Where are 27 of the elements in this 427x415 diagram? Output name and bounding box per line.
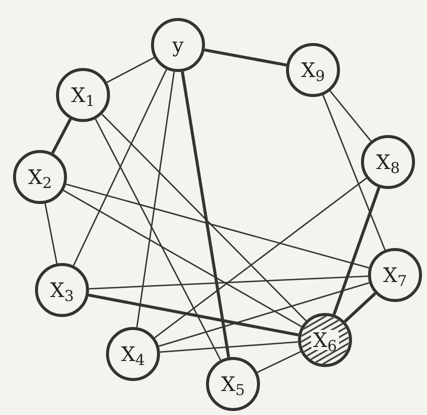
node-label: X$_{8}$ (376, 152, 400, 172)
graph-edge (66, 184, 370, 268)
graph-edge (332, 186, 380, 316)
graph-edge (160, 341, 298, 353)
node-label: X$_{9}$ (301, 60, 325, 80)
node-label: X$_{3}$ (50, 280, 74, 300)
node-label: y (172, 35, 184, 55)
graph-edge (158, 282, 370, 347)
node-label: X$_{4}$ (121, 344, 145, 364)
hatched-node-circle (298, 313, 352, 367)
graph-edge (344, 292, 376, 323)
graph-edge (204, 48, 287, 67)
node-label: X$_{2}$ (28, 167, 52, 187)
node-label: X$_{6}$ (311, 330, 339, 350)
node-label: X$_{5}$ (221, 374, 245, 394)
node-label: X$_{7}$ (383, 265, 407, 285)
graph-edge (330, 90, 372, 142)
graph-edge (180, 71, 230, 358)
node-label: X$_{1}$ (71, 85, 95, 105)
graph-edge (63, 190, 302, 328)
graph-edge (322, 94, 386, 250)
graph-edge (136, 72, 175, 328)
graph-edge (88, 276, 368, 290)
graph-edge (44, 203, 58, 264)
graph-edge (101, 114, 307, 322)
graph-edge (154, 178, 367, 338)
graph-edge (88, 294, 299, 336)
